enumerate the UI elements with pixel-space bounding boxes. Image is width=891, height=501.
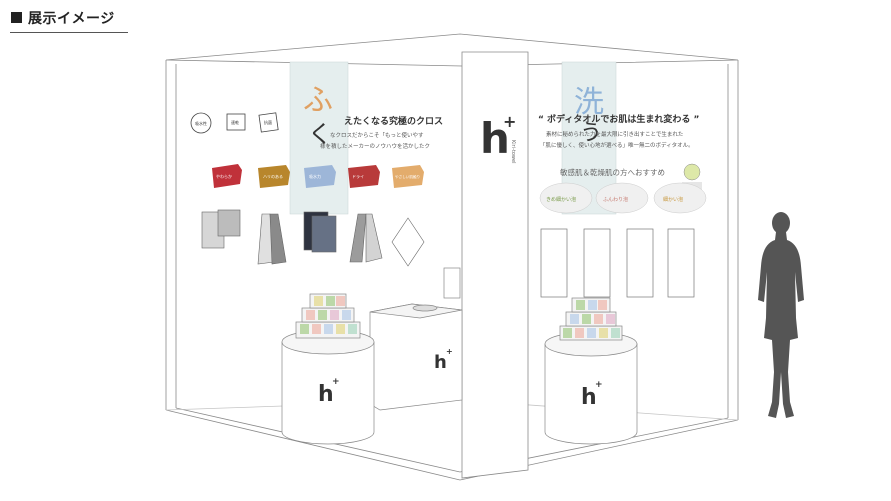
right-headline: “ ボディタオルでお肌は生まれ変わる ” (538, 113, 699, 125)
svg-text:+: + (332, 377, 340, 387)
swatch-peach (392, 165, 424, 188)
cloth-4 (269, 213, 287, 265)
cloth-6 (311, 215, 337, 253)
towel-2 (583, 228, 611, 298)
svg-text:抗菌: 抗菌 (264, 119, 272, 125)
left-body-line-2: 様を積したメーカーのノウハウを活かしたク (320, 142, 430, 150)
svg-text:+: + (446, 347, 453, 356)
svg-text:ドライ: ドライ (352, 173, 364, 179)
towel-4 (667, 228, 695, 298)
page-title: 展示イメージ (28, 11, 115, 27)
section-header: 展示イメージ (10, 8, 128, 33)
right-table-logo: h (581, 385, 597, 410)
product-label-1: きめ細かい泡 (546, 196, 576, 203)
towel-3 (626, 228, 654, 298)
center-pillar: h + Kiri-towel (461, 51, 529, 479)
swatch-blue (304, 165, 336, 188)
left-wall: ふ く えたくなる究極のクロス なクロスだからこそ「もっと使いやす 様を積したメ… (190, 61, 443, 267)
pillar-logo-plus: + (503, 112, 516, 131)
cloth-8 (365, 213, 383, 263)
hanging-cloths (201, 209, 425, 267)
right-body-line-1: 素材に秘められた力を最大限に引き出すことで生まれた (546, 130, 683, 138)
square-bullet-icon (11, 12, 22, 23)
towel-1 (540, 228, 568, 298)
person-silhouette-icon (758, 212, 804, 418)
tray (412, 304, 438, 312)
water-absorb-icon (190, 112, 212, 134)
cloth-7 (349, 213, 367, 263)
left-headline: えたくなる究極のクロス (344, 115, 443, 127)
left-body-line-1: なクロスだからこそ「もっと使いやす (330, 131, 424, 139)
right-sub-headline: 敏感肌＆乾燥肌の方へおすすめ (560, 167, 665, 177)
left-banner-char-1: ふ (303, 83, 333, 118)
svg-text:やさしい肌触り: やさしい肌触り (395, 174, 420, 179)
quick-dry-icon (226, 113, 246, 131)
right-banner-char-2: う (580, 121, 602, 146)
cloth-2 (217, 209, 241, 237)
cloth-9 (391, 217, 425, 267)
antibacterial-icon (258, 112, 279, 133)
svg-text:速乾: 速乾 (231, 119, 239, 125)
left-banner-char-2: く (308, 120, 332, 148)
back-counter: h + (369, 267, 463, 411)
right-body-line-2: 「肌に優しく、使い心地が選べる」唯一無二のボディタオル。 (540, 141, 694, 149)
right-banner-char-1: 洗 (574, 85, 604, 120)
swatch-red (212, 164, 242, 188)
right-display-table: h + (544, 297, 638, 445)
left-display-table: h + (281, 293, 375, 445)
pillar-logo-sub: Kiri-towel (510, 140, 516, 164)
right-wall: 洗 う “ ボディタオルでお肌は生まれ変わる ” 素材に秘められた力を最大限に引… (538, 61, 707, 298)
counter-logo: h (434, 352, 447, 373)
swatch-mustard (258, 165, 290, 188)
hanging-towels (540, 228, 695, 298)
pillar-logo: h (480, 114, 510, 163)
swatch-crimson (348, 165, 380, 188)
product-label-2: ふんわり泡 (603, 196, 628, 203)
svg-text:吸水力: 吸水力 (309, 173, 321, 179)
product-label-3: 細かい泡 (663, 196, 683, 203)
monitor (443, 267, 461, 299)
product-badge-icon (683, 163, 701, 181)
left-banner (289, 61, 349, 215)
svg-text:やわらか: やわらか (216, 173, 232, 179)
svg-text:ハリのある: ハリのある (263, 173, 283, 179)
left-table-logo: h (318, 382, 334, 407)
svg-text:+: + (595, 380, 603, 390)
svg-text:吸水性: 吸水性 (195, 120, 207, 126)
